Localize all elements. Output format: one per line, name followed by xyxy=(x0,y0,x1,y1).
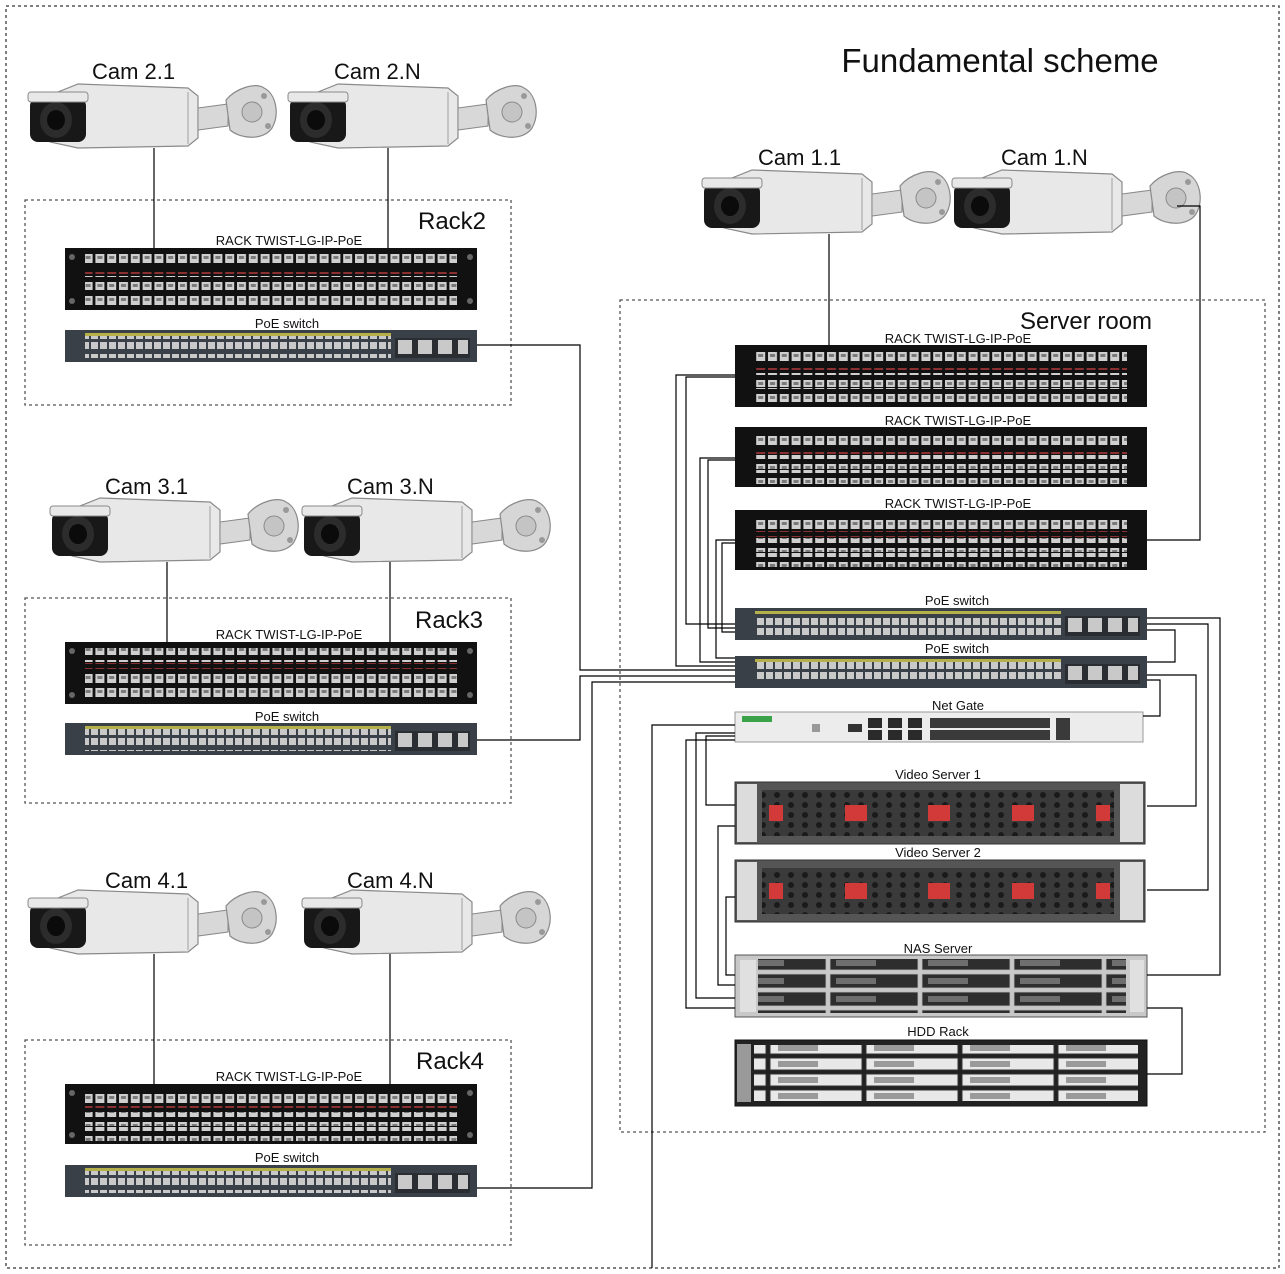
rack2-switch-label: PoE switch xyxy=(255,316,319,331)
diagram-title: Fundamental scheme xyxy=(841,42,1158,79)
cam-3-1-label: Cam 3.1 xyxy=(105,474,188,499)
cam-4-n-camera xyxy=(301,889,551,955)
video-server-1-device xyxy=(734,781,1146,845)
server-patch-panel-3 xyxy=(735,510,1147,570)
net-gate-device xyxy=(734,711,1144,743)
cam-1-n-camera xyxy=(951,169,1201,235)
server-room-frame xyxy=(619,299,1266,1133)
hdd-rack-device xyxy=(734,1039,1148,1107)
cam-1-n-label: Cam 1.N xyxy=(1001,145,1088,170)
server-switch-1-label: PoE switch xyxy=(925,593,989,608)
rack3-panel-label: RACK TWIST-LG-IP-PoE xyxy=(216,627,363,642)
cam-3-n-camera xyxy=(301,497,551,563)
nas-server-label: NAS Server xyxy=(904,941,973,956)
cam-1-1-camera xyxy=(701,169,951,235)
cam-4-1-camera xyxy=(27,889,277,955)
server-room-group: Server room Cam 1.1 Cam 1.N RACK TWIST-L… xyxy=(619,145,1266,1133)
server-patch-panel-1 xyxy=(735,345,1147,407)
cam-1-1-label: Cam 1.1 xyxy=(758,145,841,170)
wiring xyxy=(477,205,1221,1268)
cam-2-1-camera xyxy=(27,83,277,149)
cam-3-n-label: Cam 3.N xyxy=(347,474,434,499)
cam-2-1-label: Cam 2.1 xyxy=(92,59,175,84)
rack4-switch-label: PoE switch xyxy=(255,1150,319,1165)
rack4-panel-label: RACK TWIST-LG-IP-PoE xyxy=(216,1069,363,1084)
rack2-label: Rack2 xyxy=(418,208,486,235)
rack4-patch-panel xyxy=(65,1084,477,1144)
rack3-poe-switch xyxy=(65,723,477,755)
server-panel-1-label: RACK TWIST-LG-IP-PoE xyxy=(885,331,1032,346)
hdd-rack-label: HDD Rack xyxy=(907,1024,969,1039)
rack3-patch-panel xyxy=(65,642,477,704)
rack3-label: Rack3 xyxy=(415,607,483,634)
rack3-group: Rack3 Cam 3.1 Cam 3.N RACK TWIST-LG-IP-P… xyxy=(24,474,551,804)
cam-2-n-label: Cam 2.N xyxy=(334,59,421,84)
nas-server-device xyxy=(734,954,1148,1018)
cam-4-1-label: Cam 4.1 xyxy=(105,868,188,893)
rack2-patch-panel xyxy=(65,248,477,310)
rack3-frame xyxy=(24,597,512,804)
rack3-switch-label: PoE switch xyxy=(255,709,319,724)
rack4-group: Rack4 Cam 4.1 Cam 4.N RACK TWIST-LG-IP-P… xyxy=(24,868,551,1246)
outer-border xyxy=(5,5,1280,1269)
rack2-frame xyxy=(24,199,512,406)
video-server-1-label: Video Server 1 xyxy=(895,767,981,782)
server-room-label: Server room xyxy=(1020,308,1152,335)
rack4-poe-switch xyxy=(65,1165,477,1197)
cam-4-n-label: Cam 4.N xyxy=(347,868,434,893)
net-gate-label: Net Gate xyxy=(932,698,984,713)
server-panel-2-label: RACK TWIST-LG-IP-PoE xyxy=(885,413,1032,428)
server-poe-switch-1 xyxy=(735,608,1147,640)
rack2-group: Rack2 Cam 2.1 Cam 2.N RACK TWIST-LG-IP-P… xyxy=(24,59,537,406)
cam-2-n-camera xyxy=(287,83,537,149)
rack2-panel-label: RACK TWIST-LG-IP-PoE xyxy=(216,233,363,248)
rack2-poe-switch xyxy=(65,330,477,362)
server-patch-panel-2 xyxy=(735,427,1147,487)
rack4-label: Rack4 xyxy=(416,1048,484,1075)
server-panel-3-label: RACK TWIST-LG-IP-PoE xyxy=(885,496,1032,511)
server-switch-2-label: PoE switch xyxy=(925,641,989,656)
video-server-2-device xyxy=(734,859,1146,923)
rack4-frame xyxy=(24,1039,512,1246)
server-poe-switch-2 xyxy=(735,656,1147,688)
video-server-2-label: Video Server 2 xyxy=(895,845,981,860)
cam-3-1-camera xyxy=(49,497,299,563)
